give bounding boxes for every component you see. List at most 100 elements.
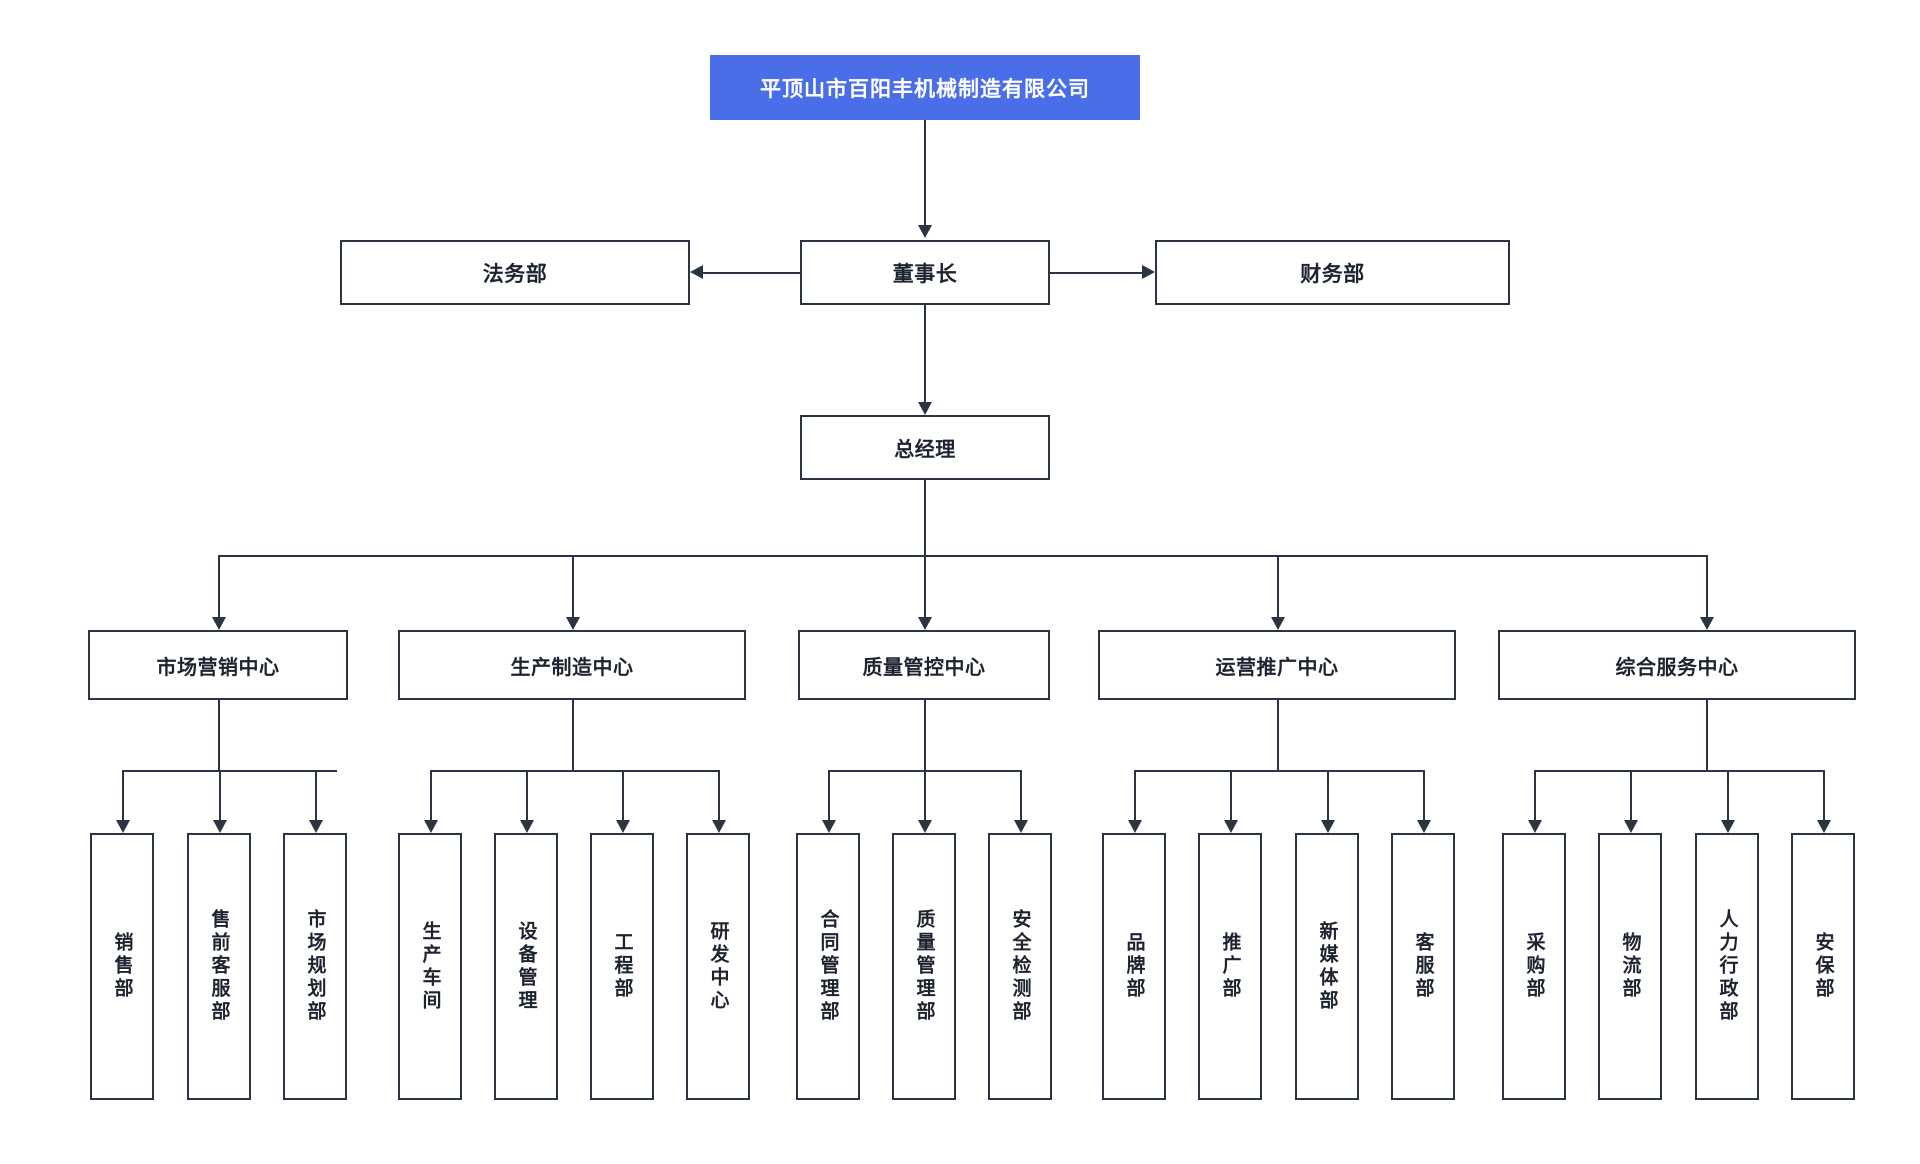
connector-g2-d3 [622,770,624,820]
arrowhead-g2-d4 [712,820,726,833]
dept-g2-3-label: 工程部 [611,932,633,1001]
connector-center-4-stem [1277,700,1279,770]
legal-department-label: 法务部 [482,262,548,286]
connector-bus-to-center-5 [1706,555,1708,617]
connector-g5-d1 [1534,770,1536,820]
connector-g3-d2 [924,770,926,820]
node-dept-g2-4[interactable]: 研发中心 [686,833,750,1100]
node-center-5[interactable]: 综合服务中心 [1498,630,1856,700]
node-finance-department[interactable]: 财务部 [1155,240,1510,305]
arrowhead-g4-d3 [1321,820,1335,833]
node-dept-g4-2[interactable]: 推广部 [1198,833,1262,1100]
arrowhead-center-4 [1271,617,1285,630]
dept-g1-3-label: 市场规划部 [304,909,326,1024]
connector-g3-d1 [828,770,830,820]
bus-line-group-1 [122,770,337,772]
node-dept-g5-4[interactable]: 安保部 [1791,833,1855,1100]
arrowhead-g5-d4 [1817,820,1831,833]
arrowhead-g3-d2 [918,820,932,833]
dept-g5-1-label: 采购部 [1523,932,1545,1001]
connector-g1-d1 [122,770,124,820]
dept-g1-1-label: 销售部 [111,932,133,1001]
center-4-label: 运营推广中心 [1215,656,1339,679]
dept-g4-3-label: 新媒体部 [1316,920,1338,1013]
arrowhead-chairman-to-legal [690,265,703,279]
dept-g2-1-label: 生产车间 [419,920,441,1013]
connector-chairman-to-finance [1050,272,1142,274]
connector-g3-d3 [1020,770,1022,820]
connector-g1-d3 [315,770,317,820]
connector-g4-d2 [1230,770,1232,820]
connector-g5-d4 [1823,770,1825,820]
dept-g4-2-label: 推广部 [1219,932,1241,1001]
arrowhead-g5-d1 [1528,820,1542,833]
company-title-label: 平顶山市百阳丰机械制造有限公司 [760,77,1090,101]
node-company-title[interactable]: 平顶山市百阳丰机械制造有限公司 [710,55,1140,120]
node-dept-g3-2[interactable]: 质量管理部 [892,833,956,1100]
center-2-label: 生产制造中心 [510,656,634,679]
connector-root-to-chairman [924,120,926,225]
node-chairman[interactable]: 董事长 [800,240,1050,305]
node-dept-g4-1[interactable]: 品牌部 [1102,833,1166,1100]
node-dept-g2-1[interactable]: 生产车间 [398,833,462,1100]
dept-g4-4-label: 客服部 [1412,932,1434,1001]
node-dept-g2-2[interactable]: 设备管理 [494,833,558,1100]
arrowhead-g1-d3 [309,820,323,833]
arrowhead-g3-d1 [822,820,836,833]
connector-g2-d1 [430,770,432,820]
node-dept-g3-1[interactable]: 合同管理部 [796,833,860,1100]
connector-bus-to-center-4 [1277,555,1279,617]
connector-center-1-stem [218,700,220,770]
node-dept-g4-4[interactable]: 客服部 [1391,833,1455,1100]
node-dept-g4-3[interactable]: 新媒体部 [1295,833,1359,1100]
dept-g4-1-label: 品牌部 [1123,932,1145,1001]
connector-chairman-to-gm [924,305,926,402]
connector-chairman-to-legal [703,272,800,274]
node-general-manager[interactable]: 总经理 [800,415,1050,480]
node-dept-g1-3[interactable]: 市场规划部 [283,833,347,1100]
arrowhead-g3-d3 [1014,820,1028,833]
center-1-label: 市场营销中心 [156,656,280,679]
node-dept-g1-1[interactable]: 销售部 [90,833,154,1100]
arrowhead-g2-d1 [424,820,438,833]
node-center-1[interactable]: 市场营销中心 [88,630,348,700]
arrowhead-g1-d2 [213,820,227,833]
node-dept-g5-1[interactable]: 采购部 [1502,833,1566,1100]
connector-bus-to-center-1 [218,555,220,617]
node-center-2[interactable]: 生产制造中心 [398,630,746,700]
node-center-4[interactable]: 运营推广中心 [1098,630,1456,700]
bus-line-group-4 [1134,770,1423,772]
connector-gm-to-bus [924,480,926,555]
dept-g3-1-label: 合同管理部 [817,909,839,1024]
connector-center-2-stem [572,700,574,770]
finance-department-label: 财务部 [1300,262,1365,286]
node-center-3[interactable]: 质量管控中心 [798,630,1050,700]
general-manager-label: 总经理 [894,439,956,461]
arrowhead-center-2 [566,617,580,630]
arrowhead-g5-d3 [1721,820,1735,833]
dept-g2-2-label: 设备管理 [515,920,537,1013]
connector-g4-d3 [1327,770,1329,820]
connector-g4-d4 [1423,770,1425,820]
node-legal-department[interactable]: 法务部 [340,240,690,305]
dept-g2-4-label: 研发中心 [707,920,729,1013]
arrowhead-chairman-to-gm [918,402,932,415]
dept-g3-3-label: 安全检测部 [1009,909,1031,1024]
arrowhead-g4-d1 [1128,820,1142,833]
node-dept-g1-2[interactable]: 售前客服部 [187,833,251,1100]
arrowhead-center-5 [1700,617,1714,630]
connector-g5-d2 [1630,770,1632,820]
node-dept-g3-3[interactable]: 安全检测部 [988,833,1052,1100]
node-dept-g2-3[interactable]: 工程部 [590,833,654,1100]
arrowhead-root-to-chairman [918,225,932,238]
arrowhead-chairman-to-finance [1142,265,1155,279]
connector-g2-d4 [718,770,720,820]
arrowhead-g4-d2 [1224,820,1238,833]
node-dept-g5-2[interactable]: 物流部 [1598,833,1662,1100]
arrowhead-center-1 [212,617,226,630]
bus-line-group-5 [1534,770,1823,772]
arrowhead-g4-d4 [1417,820,1431,833]
arrowhead-center-3 [918,617,932,630]
node-dept-g5-3[interactable]: 人力行政部 [1695,833,1759,1100]
center-3-label: 质量管控中心 [862,656,986,679]
